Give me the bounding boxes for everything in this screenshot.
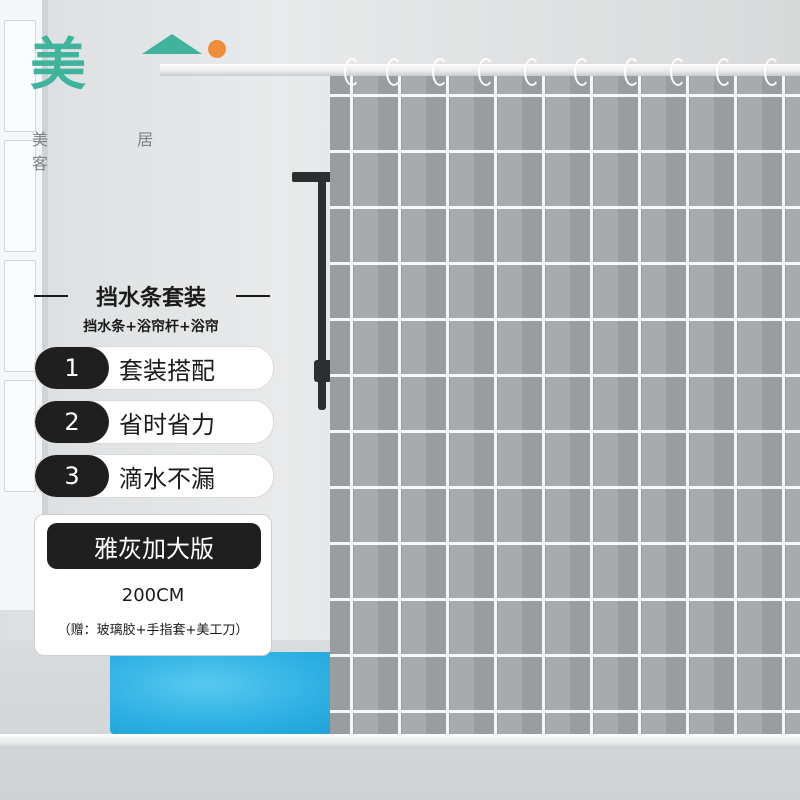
bathroom-window [0,0,48,610]
logo-dot [208,40,226,58]
color-tag: 雅灰加大版 [47,523,261,569]
curtain-ring-icon [624,58,640,86]
feature-pill: 3 滴水不漏 [34,454,274,498]
water-stopper-bar [0,734,800,748]
feature-pill: 2 省时省力 [34,400,274,444]
curtain-ring-icon [670,58,686,86]
gift-text: （赠：玻璃胶+手指套+美工刀） [57,623,249,638]
feature-number: 3 [35,455,109,497]
feature-pill: 1 套装搭配 [34,346,274,390]
window-pane [4,260,36,372]
spec-card: 雅灰加大版 200CM （赠：玻璃胶+手指套+美工刀） [34,514,272,656]
title-rule-right [236,295,270,297]
feature-text: 套装搭配 [119,356,215,385]
feature-text: 滴水不漏 [119,464,215,493]
title-rule-left [34,295,68,297]
promo-subtitle: 挡水条+浴帘杆+浴帘 [83,319,219,335]
curtain-ring-icon [344,58,360,86]
curtain-ring-icon [716,58,732,86]
window-pane [4,140,36,252]
curtain-ring-icon [478,58,494,86]
shower-control [314,360,332,382]
curtain-ring-icon [574,58,590,86]
feature-number: 1 [35,347,109,389]
feature-text: 省时省力 [119,410,215,439]
window-pane [4,380,36,492]
feature-number: 2 [35,401,109,443]
curtain-ring-icon [524,58,540,86]
curtain-ring-icon [432,58,448,86]
curtain-ring-icon [764,58,780,86]
curtain-ring-icon [386,58,402,86]
logo-mark: 美 [30,33,88,98]
shower-head-icon [292,172,336,182]
brand-subtitle: 美 居 客 [32,130,196,173]
shower-curtain [330,74,800,742]
window-pane [4,20,36,132]
shower-pole [318,180,326,410]
promo-title: 挡水条套装 [95,286,206,311]
bath-mat [110,652,350,734]
brand-logo: 美 美 居 客 [30,33,226,173]
size-text: 200CM [121,585,185,606]
